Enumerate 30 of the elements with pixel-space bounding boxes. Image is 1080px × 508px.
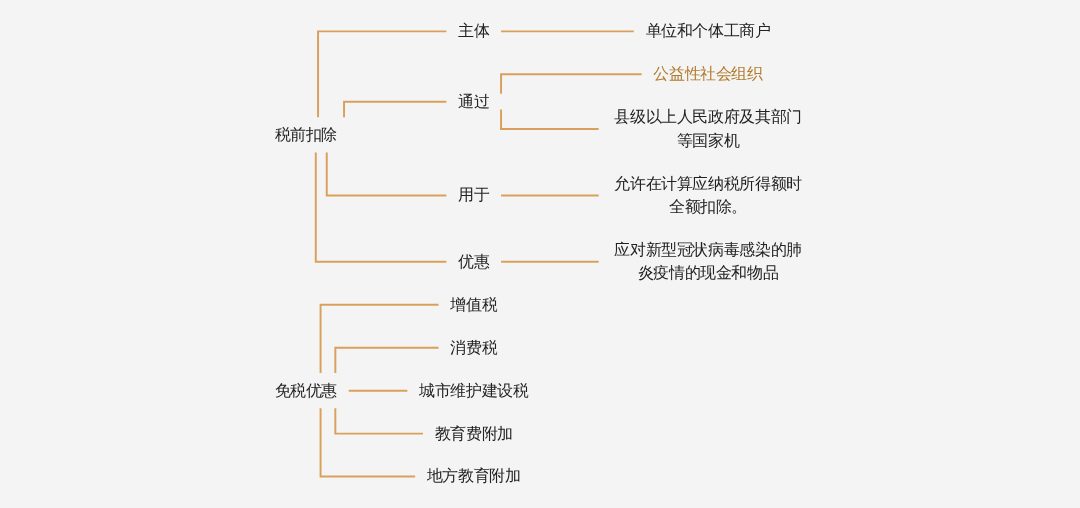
node-text: 公益性社会组织 — [653, 64, 763, 84]
connector — [334, 346, 440, 375]
node-text: 用于 — [457, 185, 490, 205]
connector — [319, 303, 440, 375]
node-text: 允许在计算应纳税所得额时全额扣除。 — [614, 173, 802, 216]
node-text: 城市维护建设税 — [418, 380, 529, 400]
node-text: 优惠 — [457, 252, 490, 271]
node-text: 教育费附加 — [434, 423, 513, 443]
node-text: 县级以上人民政府及其部门等国家机 — [614, 107, 802, 150]
connector — [314, 151, 448, 263]
connector — [319, 407, 416, 478]
node-text: 消费税 — [450, 337, 498, 357]
node-text: 应对新型冠状病毒感染的肺炎疫情的现金和物品 — [614, 240, 802, 283]
connector — [342, 100, 448, 119]
node-text: 免税优惠 — [274, 380, 337, 400]
connector — [325, 151, 448, 197]
connector — [499, 108, 600, 130]
connector — [347, 389, 409, 392]
node-text: 单位和个体工商户 — [645, 21, 771, 41]
node-text: 主体 — [457, 21, 490, 41]
connector — [499, 194, 600, 197]
connector — [499, 30, 635, 33]
node-text: 税前扣除 — [274, 125, 337, 144]
connector — [334, 407, 424, 435]
connector — [316, 30, 448, 119]
node-text: 通过 — [457, 91, 490, 111]
connector — [499, 260, 600, 263]
connector — [499, 73, 643, 95]
node-text: 增值税 — [450, 295, 498, 314]
node-text: 地方教育附加 — [426, 466, 521, 486]
